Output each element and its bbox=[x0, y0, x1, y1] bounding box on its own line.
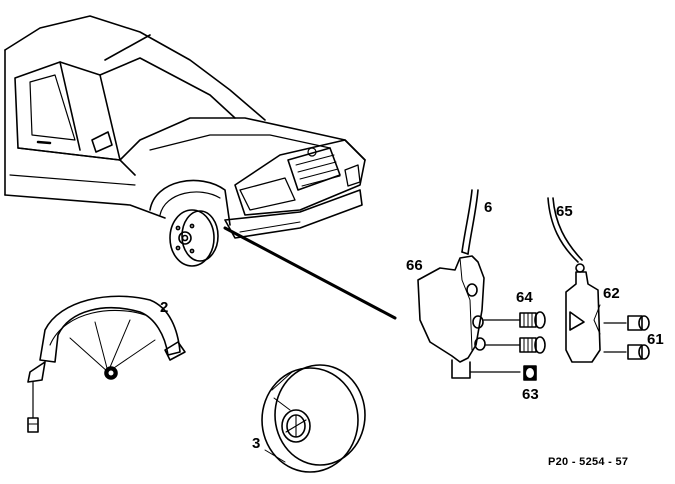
callout-63: 63 bbox=[522, 386, 539, 403]
pump-64-upper bbox=[519, 311, 546, 329]
callout-66: 66 bbox=[406, 257, 423, 274]
callout-3: 3 bbox=[252, 435, 261, 452]
car-illustration bbox=[4, 15, 366, 267]
cap-63 bbox=[523, 365, 537, 381]
reference-number: P20 - 5254 - 57 bbox=[548, 456, 629, 468]
callout-61: 61 bbox=[647, 331, 664, 348]
pointer-line bbox=[223, 226, 397, 320]
nut-61-upper bbox=[603, 315, 650, 331]
hose-6 bbox=[461, 189, 479, 255]
callout-62: 62 bbox=[603, 285, 620, 302]
pump-64-lower bbox=[519, 336, 546, 354]
callout-6: 6 bbox=[484, 199, 493, 216]
callout-2: 2 bbox=[160, 299, 169, 316]
pulley-disc bbox=[261, 364, 366, 473]
wheel-arch-liner bbox=[27, 295, 186, 433]
callout-65: 65 bbox=[556, 203, 573, 220]
callout-64: 64 bbox=[516, 289, 533, 306]
nut-61-lower bbox=[603, 344, 650, 360]
washer-reservoir bbox=[417, 255, 521, 379]
leader-lines-64 bbox=[483, 319, 521, 346]
bottle-62 bbox=[565, 271, 601, 363]
